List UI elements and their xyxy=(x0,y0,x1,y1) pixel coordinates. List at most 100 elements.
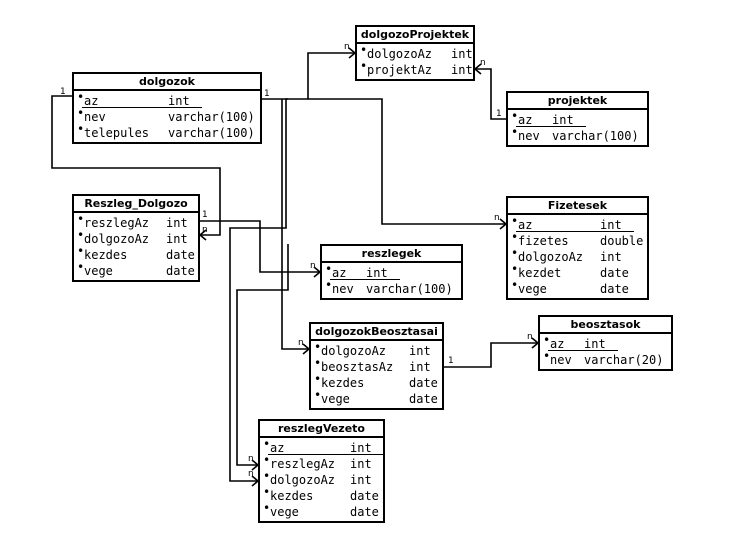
field-bullet-icon: • xyxy=(77,90,85,104)
field-type: int xyxy=(600,218,622,232)
table-title: Reszleg_Dolgozo xyxy=(74,196,198,213)
rel-reszlegek-reszlegvezeto xyxy=(236,244,289,466)
field-type: int xyxy=(166,232,188,246)
field-name: az xyxy=(270,441,285,455)
field-type: date xyxy=(166,248,195,262)
many-arrow-icon xyxy=(473,63,482,75)
cardinality-many-label: n xyxy=(298,338,304,348)
table-title: dolgozokBeosztasai xyxy=(311,324,442,341)
field-name: az xyxy=(332,266,347,280)
field-type: varchar(100) xyxy=(168,126,255,140)
field-type: date xyxy=(350,505,379,519)
field-type: date xyxy=(409,392,438,406)
field-name: projektAz xyxy=(367,63,433,77)
field-type: varchar(20) xyxy=(584,353,664,367)
field-type: double xyxy=(600,234,644,248)
field-bullet-icon: • xyxy=(511,230,519,244)
field-type: int xyxy=(552,113,574,127)
rel-dolgozok-dolgozokbeosztasai xyxy=(281,99,309,350)
field-name: dolgozoAz xyxy=(367,47,433,61)
rel-dolgozok-dolgozoprojektek xyxy=(262,52,355,100)
field-bullet-icon: • xyxy=(511,246,519,260)
field-type: int xyxy=(366,266,388,280)
field-bullet-icon: • xyxy=(511,125,519,139)
field-type: varchar(100) xyxy=(168,110,255,124)
primary-key-underline xyxy=(330,279,400,280)
field-name: kezdes xyxy=(270,489,314,503)
field-name: telepules xyxy=(84,126,150,140)
cardinality-many-label: n xyxy=(480,58,486,68)
primary-key-underline xyxy=(82,107,202,108)
cardinality-one-label: 1 xyxy=(60,87,66,97)
table-title: Fizetesek xyxy=(508,198,647,215)
rel-reszlegdolgozo-reszlegek xyxy=(200,220,320,273)
field-type: date xyxy=(350,489,379,503)
field-type: date xyxy=(166,264,195,278)
primary-key-underline xyxy=(548,350,618,351)
cardinality-one-label: 1 xyxy=(202,210,208,220)
field-name: vege xyxy=(84,264,113,278)
field-type: int xyxy=(451,47,473,61)
rel-beosztasok-dolgozokbeosztasai xyxy=(444,342,538,368)
field-type: int xyxy=(409,360,431,374)
cardinality-many-label: n xyxy=(202,225,208,235)
field-name: beosztasAz xyxy=(321,360,394,374)
primary-key-underline xyxy=(268,454,384,455)
table-title: reszlegek xyxy=(322,246,461,263)
field-bullet-icon: • xyxy=(263,501,271,515)
field-name: vege xyxy=(270,505,299,519)
field-name: vege xyxy=(518,282,547,296)
field-row: •az int xyxy=(263,437,384,456)
field-bullet-icon: • xyxy=(263,437,271,451)
field-type: int xyxy=(350,457,372,471)
field-bullet-icon: • xyxy=(77,106,85,120)
field-type: int xyxy=(584,337,606,351)
table-title: beosztasok xyxy=(540,317,671,334)
field-name: reszlegAz xyxy=(84,216,150,230)
field-bullet-icon: • xyxy=(77,228,85,242)
field-bullet-icon: • xyxy=(511,262,519,276)
field-name: az xyxy=(518,113,533,127)
field-type: date xyxy=(409,376,438,390)
rel-dolgozok-reszlegvezeto xyxy=(229,98,288,482)
field-bullet-icon: • xyxy=(543,349,551,363)
field-name: kezdes xyxy=(84,248,128,262)
field-row: •beosztasAz int xyxy=(314,356,438,375)
field-bullet-icon: • xyxy=(314,372,322,386)
rel-dolgozok-reszlegdolgozo xyxy=(51,95,221,236)
field-type: int xyxy=(168,94,190,108)
field-name: kezdet xyxy=(518,266,562,280)
field-bullet-icon: • xyxy=(77,212,85,226)
table-title: projektek xyxy=(508,93,647,110)
field-name: dolgozoAz xyxy=(84,232,150,246)
field-name: nev xyxy=(84,110,106,124)
cardinality-many-label: n xyxy=(527,332,533,342)
field-type: int xyxy=(350,441,372,455)
field-name: nev xyxy=(518,129,540,143)
field-bullet-icon: • xyxy=(314,356,322,370)
